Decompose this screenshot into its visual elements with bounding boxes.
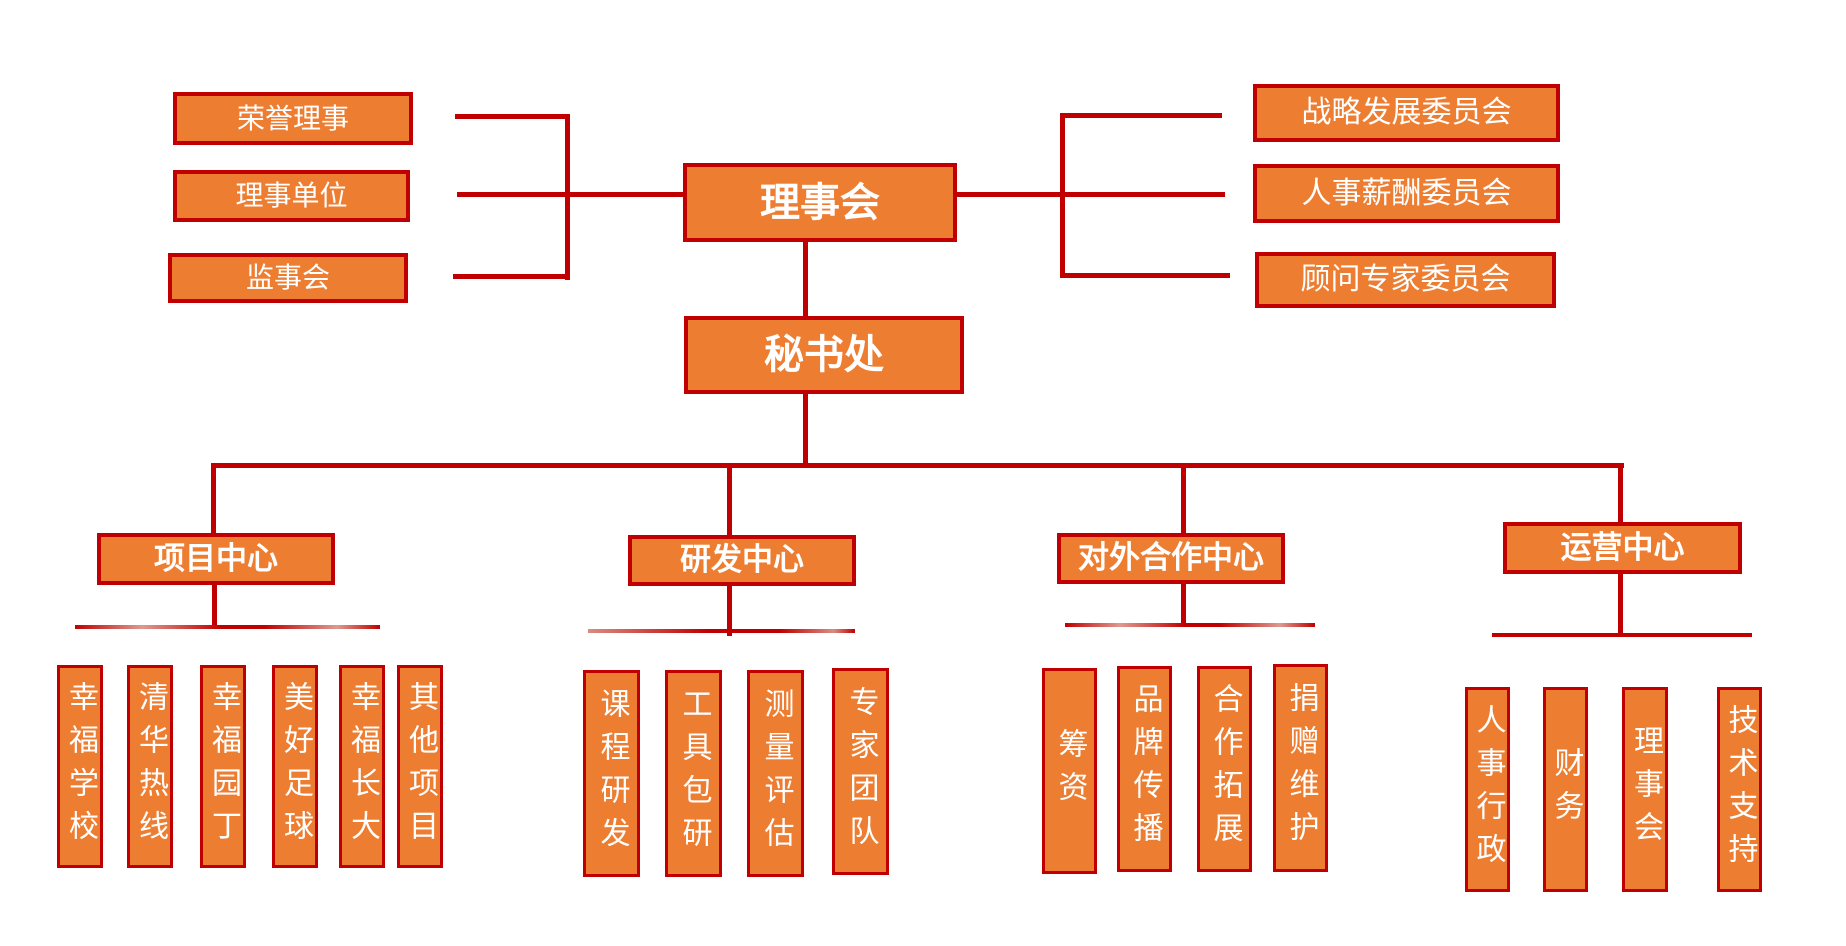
leaf-fundraising: 筹资 xyxy=(1042,668,1097,874)
connector-project-subline xyxy=(75,625,380,629)
node-hr-compensation-committee-label: 人事薪酬委员会 xyxy=(1301,175,1512,211)
node-honorary-director-label: 荣誉理事 xyxy=(236,101,349,135)
connector-secretariat-down xyxy=(803,394,808,467)
node-supervisory-board: 监事会 xyxy=(168,253,408,303)
node-board: 理事会 xyxy=(683,163,957,242)
leaf-hr-admin: 人事行政 xyxy=(1465,687,1510,892)
node-strategy-committee: 战略发展委员会 xyxy=(1253,84,1560,142)
connector-rnd-subline xyxy=(588,629,855,633)
center-rnd-label: 研发中心 xyxy=(680,542,804,578)
leaf-cooperation-expansion: 合作拓展 xyxy=(1197,666,1252,872)
node-honorary-director: 荣誉理事 xyxy=(173,92,413,145)
connector-rnd-down xyxy=(727,586,732,636)
connector-drop-project xyxy=(211,463,216,533)
center-project: 项目中心 xyxy=(97,533,335,585)
leaf-tech-support: 技术支持 xyxy=(1717,687,1762,892)
leaf-measurement-evaluation: 测量评估 xyxy=(747,670,804,877)
connector-operations-down xyxy=(1618,574,1623,637)
center-operations-label: 运营中心 xyxy=(1560,529,1685,566)
connector-director-units-to-board xyxy=(457,192,683,197)
center-external-cooperation-label: 对外合作中心 xyxy=(1078,540,1264,576)
connector-project-down xyxy=(212,585,217,629)
center-project-label: 项目中心 xyxy=(154,540,278,577)
leaf-tsinghua-hotline: 清华热线 xyxy=(127,665,173,868)
connector-honorary-stub xyxy=(455,114,570,119)
leaf-board-affairs: 理事会 xyxy=(1622,687,1668,892)
center-external-cooperation: 对外合作中心 xyxy=(1057,533,1285,584)
node-board-label: 理事会 xyxy=(760,179,880,226)
node-supervisory-board-label: 监事会 xyxy=(245,261,330,294)
connector-external-down xyxy=(1181,584,1186,627)
node-strategy-committee-label: 战略发展委员会 xyxy=(1301,95,1512,130)
leaf-happy-growing: 幸福长大 xyxy=(339,665,385,868)
leaf-brand-communication: 品牌传播 xyxy=(1117,666,1172,872)
node-advisor-expert-committee-label: 顾问专家委员会 xyxy=(1300,262,1511,297)
node-secretariat-label: 秘书处 xyxy=(764,332,884,378)
node-secretariat: 秘书处 xyxy=(684,316,964,394)
connector-strategy-stub xyxy=(1060,113,1222,118)
leaf-toolkit-rnd: 工具包研 xyxy=(665,670,722,877)
leaf-finance: 财务 xyxy=(1543,687,1588,892)
connector-advisor-stub xyxy=(1060,273,1230,278)
leaf-beautiful-football: 美好足球 xyxy=(272,665,318,868)
leaf-happy-gardener: 幸福园丁 xyxy=(200,665,246,868)
connector-supervisory-stub xyxy=(453,274,570,279)
leaf-other-projects: 其他项目 xyxy=(397,665,443,868)
connector-external-subline xyxy=(1065,623,1315,627)
node-hr-compensation-committee: 人事薪酬委员会 xyxy=(1253,164,1560,223)
leaf-happy-school: 幸福学校 xyxy=(57,665,103,868)
connector-drop-operations xyxy=(1618,463,1623,522)
connector-board-secretariat xyxy=(803,242,808,316)
connector-drop-external xyxy=(1181,463,1186,533)
connector-left-vertical xyxy=(565,114,570,280)
center-operations: 运营中心 xyxy=(1503,522,1742,574)
connector-board-to-committees xyxy=(957,192,1225,197)
connector-operations-subline xyxy=(1492,633,1752,637)
node-advisor-expert-committee: 顾问专家委员会 xyxy=(1255,252,1556,308)
node-director-units-label: 理事单位 xyxy=(235,179,348,212)
node-director-units: 理事单位 xyxy=(173,170,410,222)
connector-main-distribution xyxy=(212,463,1624,468)
leaf-curriculum-rnd: 课程研发 xyxy=(583,670,640,877)
leaf-donation-maintenance: 捐赠维护 xyxy=(1273,664,1328,872)
connector-drop-rnd xyxy=(727,463,732,535)
center-rnd: 研发中心 xyxy=(628,535,856,586)
leaf-expert-team: 专家团队 xyxy=(832,668,889,875)
